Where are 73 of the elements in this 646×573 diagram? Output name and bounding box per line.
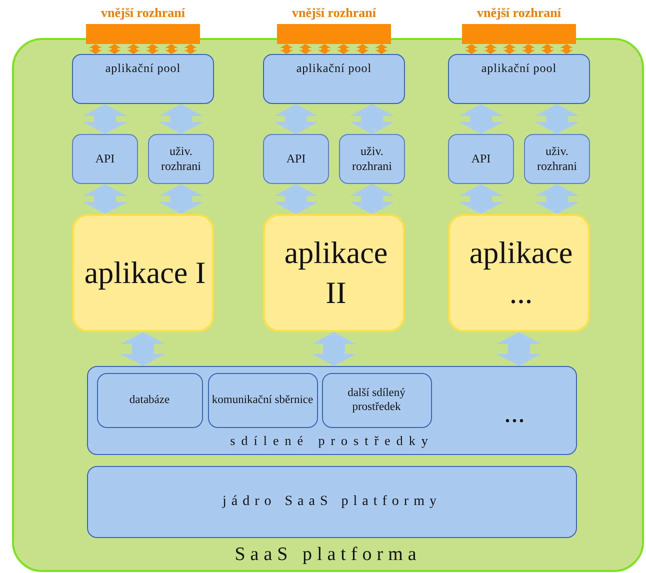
interface-box [148,134,214,184]
double-arrow [350,104,394,134]
double-arrow [459,104,503,134]
resource-label: další sdílený prostředek [346,386,406,414]
double-arrow [121,332,165,366]
double-arrow [503,44,516,54]
double-arrow [165,44,178,54]
double-arrow [541,44,554,54]
platform-label: SaaS platforma [234,544,422,566]
interface-box [339,134,405,184]
double-arrow [299,44,312,54]
api-box [263,134,329,184]
shared-resources-panel [87,366,577,455]
pool-label: aplikační pool [104,61,182,76]
double-arrow [522,44,535,54]
double-arrow [484,44,497,54]
resource-box [322,372,432,428]
interface-label: uživ. rozhrani [351,144,393,174]
interface-label: vnější rozhraní [291,5,378,21]
double-arrow [337,44,350,54]
api-box [448,134,514,184]
interface-box [524,134,590,184]
double-arrow [274,184,318,214]
double-arrow [318,44,331,54]
pool-box [448,54,590,104]
resource-box [208,372,318,428]
double-arrow [83,104,127,134]
application-label: aplikace ... [468,234,574,312]
application-box [263,214,405,332]
pool-label: aplikační pool [480,61,558,76]
double-arrow [465,44,478,54]
pool-label: aplikační pool [295,61,373,76]
core-label: jádro SaaS platformy [221,494,442,510]
application-label: aplikace II [283,234,389,312]
resource-box [96,372,202,428]
interface-label: vnější rozhraní [100,5,186,21]
api-label: API [470,152,492,166]
platform-panel [12,38,644,572]
double-arrow [535,184,579,214]
pool-box [72,54,214,104]
double-arrow [159,104,203,134]
double-arrow [127,44,140,54]
double-arrow [312,332,356,366]
application-label: aplikace I [84,254,206,292]
double-arrow [83,184,127,214]
core-panel [87,466,577,538]
resource-label: komunikační sběrnice [210,393,314,407]
double-arrow [497,332,541,366]
resource-label: databáze [128,393,171,407]
double-arrow [184,44,197,54]
double-arrow [274,104,318,134]
double-arrow [535,104,579,134]
api-box [72,134,138,184]
double-arrow [459,184,503,214]
double-arrow [108,44,121,54]
double-arrow [280,44,293,54]
api-label: API [285,152,307,166]
double-arrow [146,44,159,54]
application-box [448,214,590,332]
interface-label: uživ. rozhrani [160,144,202,174]
pool-box [263,54,405,104]
double-arrow [159,184,203,214]
application-box [72,214,214,332]
double-arrow [350,184,394,214]
double-arrow [356,44,369,54]
double-arrow [560,44,573,54]
interface-label: vnější rozhraní [476,5,562,21]
ellipsis-label: ... [505,405,526,428]
double-arrow [89,44,102,54]
double-arrow [375,44,388,54]
api-label: API [94,152,116,166]
interface-label: uživ. rozhrani [536,144,578,174]
shared-resources-label: sdílené prostředky [229,433,435,449]
